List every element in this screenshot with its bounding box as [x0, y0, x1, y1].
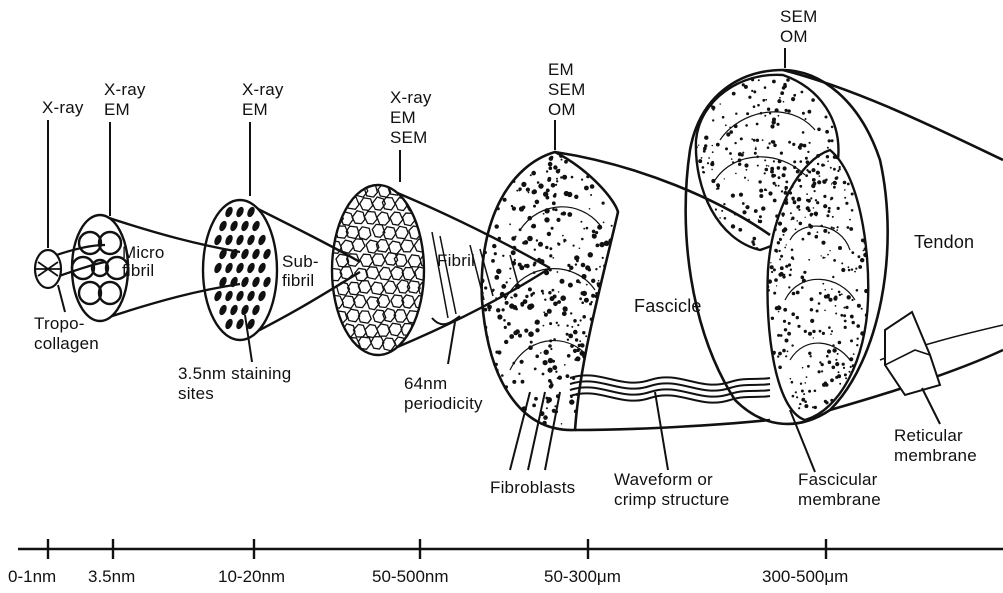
label-tendon: Tendon: [914, 232, 974, 252]
technique-label: X-ray: [390, 88, 432, 108]
label-fibril: Fibril: [437, 251, 475, 271]
annotation-periodicity: 64nm periodicity: [404, 374, 483, 414]
label-microfibril: Micro fibril: [122, 244, 165, 280]
technique-leaders: [48, 48, 785, 248]
label-subfibril: Sub- fibril: [282, 252, 319, 290]
technique-label: SEM: [780, 7, 817, 27]
technique-subfibril: X-ray EM: [242, 80, 284, 120]
technique-tendon: SEM OM: [780, 7, 817, 47]
annotation-reticular-membrane: Reticular membrane: [894, 426, 977, 466]
scale-label: 50-300μm: [544, 567, 621, 587]
technique-label: EM: [104, 100, 146, 120]
annotation-fascicular-membrane: Fascicular membrane: [798, 470, 881, 510]
technique-label: EM: [390, 108, 432, 128]
scale-label: 10-20nm: [218, 567, 285, 587]
technique-label: X-ray: [42, 98, 84, 118]
scale-label: 50-500nm: [372, 567, 449, 587]
technique-label: OM: [548, 100, 585, 120]
scale-label: 3.5nm: [88, 567, 135, 587]
annotation-staining-sites: 3.5nm staining sites: [178, 364, 291, 404]
technique-label: EM: [548, 60, 585, 80]
label-fascicle: Fascicle: [634, 296, 702, 316]
technique-label: OM: [780, 27, 817, 47]
technique-label: SEM: [390, 128, 432, 148]
technique-fibril: X-ray EM SEM: [390, 88, 432, 148]
technique-label: X-ray: [104, 80, 146, 100]
scale-label: 300-500μm: [762, 567, 848, 587]
technique-tropocollagen: X-ray: [42, 98, 84, 118]
annotation-fibroblasts: Fibroblasts: [490, 478, 575, 498]
technique-fascicle: EM SEM OM: [548, 60, 585, 120]
scale-axis: [18, 539, 1003, 559]
label-tropocollagen: Tropo- collagen: [34, 314, 99, 354]
annotation-waveform: Waveform or crimp structure: [614, 470, 729, 510]
technique-microfibril: X-ray EM: [104, 80, 146, 120]
technique-label: EM: [242, 100, 284, 120]
technique-label: SEM: [548, 80, 585, 100]
technique-label: X-ray: [242, 80, 284, 100]
scale-label: 0-1nm: [8, 567, 56, 587]
